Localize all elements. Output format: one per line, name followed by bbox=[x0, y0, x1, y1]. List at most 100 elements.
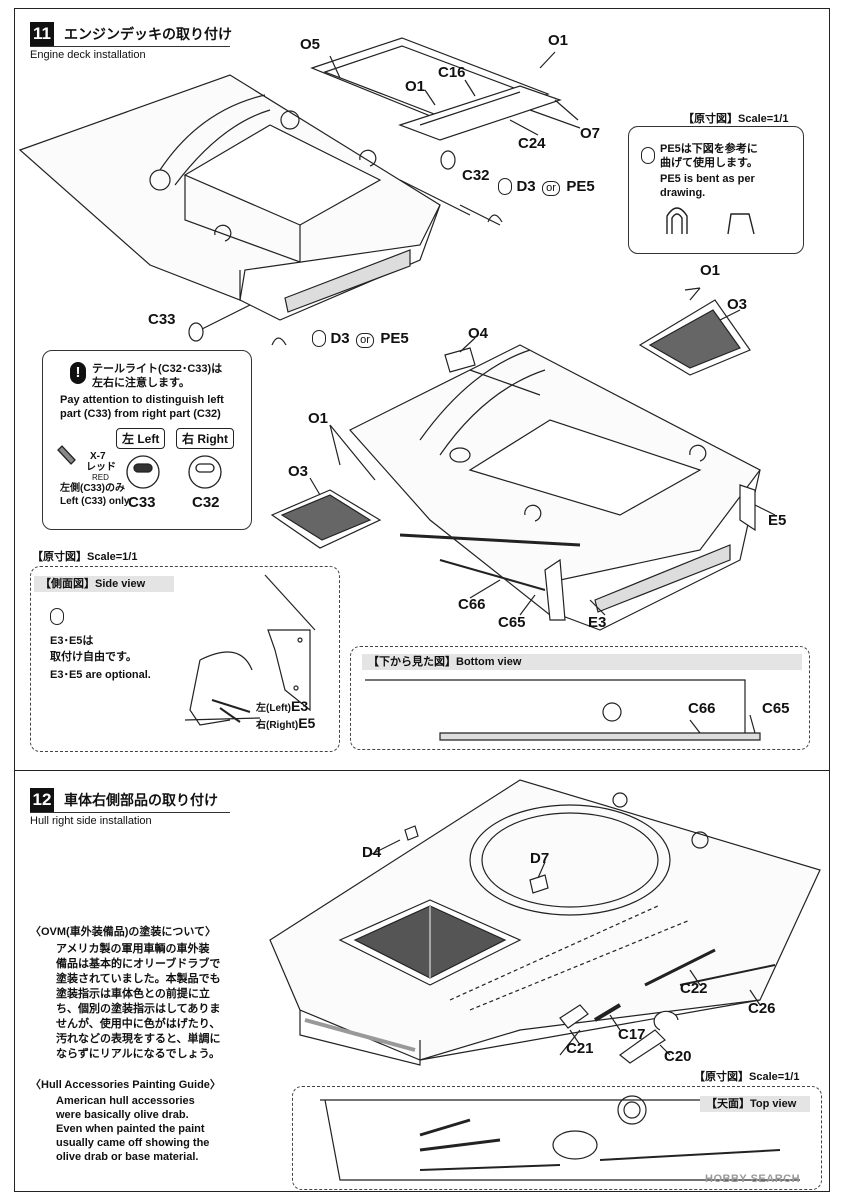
part-label-E5: E5 bbox=[768, 512, 787, 529]
side-view-right-e5: 右(Right)E5 bbox=[256, 715, 315, 733]
part-label-PE5: PE5 bbox=[566, 178, 595, 195]
or-badge: or bbox=[542, 181, 560, 196]
step-11-number: 11 bbox=[30, 22, 54, 46]
part-label-O4: O4 bbox=[468, 325, 489, 342]
part-label-C33: C33 bbox=[148, 311, 176, 328]
ovm-line: 塗装されていました。本製品でも bbox=[56, 973, 221, 985]
taillight-en-2: part (C33) from right part (C32) bbox=[60, 408, 221, 420]
step-11-title: エンジンデッキの取り付け bbox=[64, 26, 232, 42]
ovm-line: Even when painted the paint bbox=[56, 1123, 205, 1135]
taillight-en-1: Pay attention to distinguish left bbox=[60, 394, 224, 406]
taillight-jp-1: テールライト(C32･C33)は bbox=[92, 363, 223, 375]
part-label-C20: C20 bbox=[664, 1048, 692, 1065]
ovm-heading-en: 〈Hull Accessories Painting Guide〉 bbox=[30, 1079, 221, 1091]
pe5-note-en-1: PE5 is bent as per bbox=[660, 173, 755, 185]
step-11-drawing bbox=[18, 37, 776, 741]
right-label: 右 Right bbox=[176, 428, 234, 449]
ovm-line: アメリカ製の軍用車輌の車外装 bbox=[56, 943, 210, 955]
paint-name-jp: レッド bbox=[86, 462, 116, 473]
part-label-O1: O1 bbox=[700, 262, 721, 279]
ovm-line: olive drab or base material. bbox=[56, 1151, 199, 1163]
pe5-note-jp-1: PE5は下図を参考に bbox=[660, 143, 758, 155]
part-label-C66: C66 bbox=[688, 700, 716, 717]
top-view-scale: 【原寸図】Scale=1/1 bbox=[694, 1071, 800, 1083]
part-label-D7: D7 bbox=[530, 850, 550, 867]
part-label-E3: E3 bbox=[291, 698, 309, 714]
part-label-C26: C26 bbox=[748, 1000, 776, 1017]
part-label-D3: D3 bbox=[516, 178, 536, 195]
step-12-title: 車体右側部品の取り付け bbox=[64, 792, 218, 808]
side-view-scale: 【原寸図】Scale=1/1 bbox=[32, 551, 138, 563]
paint-name-en: RED bbox=[92, 473, 109, 482]
page-frame bbox=[14, 8, 830, 1192]
left-only-en: Left (C33) only bbox=[60, 496, 130, 507]
part-label-C16: C16 bbox=[438, 64, 466, 81]
side-view-jp-2: 取付け自由です。 bbox=[50, 651, 137, 663]
part-label-O1: O1 bbox=[405, 78, 426, 95]
step-11-subtitle: Engine deck installation bbox=[30, 46, 230, 61]
ovm-text-en: American hull accessories were basically… bbox=[56, 1094, 209, 1164]
part-label-PE5: PE5 bbox=[380, 330, 409, 347]
part-label-O7: O7 bbox=[580, 125, 601, 142]
step-12-subtitle: Hull right side installation bbox=[30, 812, 230, 827]
part-label-E5: E5 bbox=[298, 715, 316, 731]
side-view-left-e3: 左(Left)E3 bbox=[256, 698, 308, 716]
side-view-box bbox=[30, 566, 340, 752]
optional-part-icon bbox=[641, 147, 655, 164]
ovm-line: usually came off showing the bbox=[56, 1137, 210, 1149]
pe5-scale-box bbox=[628, 126, 804, 254]
part-label-C65: C65 bbox=[762, 700, 790, 717]
left-prefix: 左(Left) bbox=[256, 703, 291, 714]
part-D3-or-PE5: D3 or PE5 bbox=[498, 178, 595, 196]
part-label-C22: C22 bbox=[680, 980, 708, 997]
step-divider bbox=[14, 770, 830, 771]
right-prefix: 右(Right) bbox=[256, 720, 299, 731]
ovm-line: 備品は基本的にオリーブドラブで bbox=[56, 958, 221, 970]
side-view-header: 【側面図】Side view bbox=[34, 576, 174, 592]
or-badge: or bbox=[356, 333, 374, 348]
ovm-line: ち、個別の塗装指示はしてありま bbox=[56, 1003, 221, 1015]
ovm-line: 汚れなどの表現をすると、単調に bbox=[56, 1033, 221, 1045]
ovm-heading-jp: 〈OVM(車外装備品)の塗装について〉 bbox=[30, 926, 217, 938]
taillight-c33-label: C33 bbox=[128, 494, 156, 511]
side-view-en: E3･E5 are optional. bbox=[50, 669, 151, 681]
side-view-jp-1: E3･E5は bbox=[50, 635, 94, 647]
ovm-line: 塗装指示は車体色との前提に立 bbox=[56, 988, 210, 1000]
watermark: HOBBY SEARCH bbox=[705, 1173, 801, 1185]
optional-part-icon bbox=[498, 178, 512, 196]
taillight-jp-2: 左右に注意します。 bbox=[92, 377, 190, 389]
pe5-note-en-2: drawing. bbox=[660, 187, 706, 199]
part-label-O1: O1 bbox=[548, 32, 569, 49]
left-only-jp: 左側(C33)のみ bbox=[60, 483, 126, 494]
part-label-O3: O3 bbox=[727, 296, 748, 313]
ovm-text-jp: アメリカ製の軍用車輌の車外装 備品は基本的にオリーブドラブで 塗装されていました… bbox=[56, 942, 221, 1062]
ovm-line: せんが、使用中に色がはげたり、 bbox=[56, 1018, 221, 1030]
left-label: 左 Left bbox=[116, 428, 166, 449]
pe5-note-jp-2: 曲げて使用します。 bbox=[660, 157, 758, 169]
taillight-c32-label: C32 bbox=[192, 494, 220, 511]
taillight-note-box bbox=[42, 350, 252, 530]
scale-label: 【原寸図】Scale=1/1 bbox=[680, 112, 792, 126]
bottom-view-header: 【下から見た図】Bottom view bbox=[362, 654, 802, 670]
step-12-number: 12 bbox=[30, 788, 54, 812]
ovm-line: ならずにリアルになるでしょう。 bbox=[56, 1048, 221, 1060]
part-label-C17: C17 bbox=[618, 1026, 646, 1043]
paint-code: X-7 bbox=[90, 451, 106, 462]
part-label-O1: O1 bbox=[308, 410, 329, 427]
optional-part-icon bbox=[50, 608, 64, 625]
part-label-C24: C24 bbox=[518, 135, 546, 152]
part-label-D3: D3 bbox=[330, 330, 350, 347]
part-label-D4: D4 bbox=[362, 844, 382, 861]
part-label-O3: O3 bbox=[288, 463, 309, 480]
ovm-line: were basically olive drab. bbox=[56, 1109, 189, 1121]
part-D3-or-PE5-lower: D3 or PE5 bbox=[312, 330, 409, 348]
bottom-view-box bbox=[350, 646, 810, 750]
part-label-C65: C65 bbox=[498, 614, 526, 631]
part-label-O5: O5 bbox=[300, 36, 321, 53]
caution-icon: ! bbox=[70, 362, 86, 384]
top-view-box bbox=[292, 1086, 822, 1190]
part-label-E3: E3 bbox=[588, 614, 607, 631]
part-label-C32: C32 bbox=[462, 167, 490, 184]
part-label-C21: C21 bbox=[566, 1040, 594, 1057]
part-label-C66: C66 bbox=[458, 596, 486, 613]
